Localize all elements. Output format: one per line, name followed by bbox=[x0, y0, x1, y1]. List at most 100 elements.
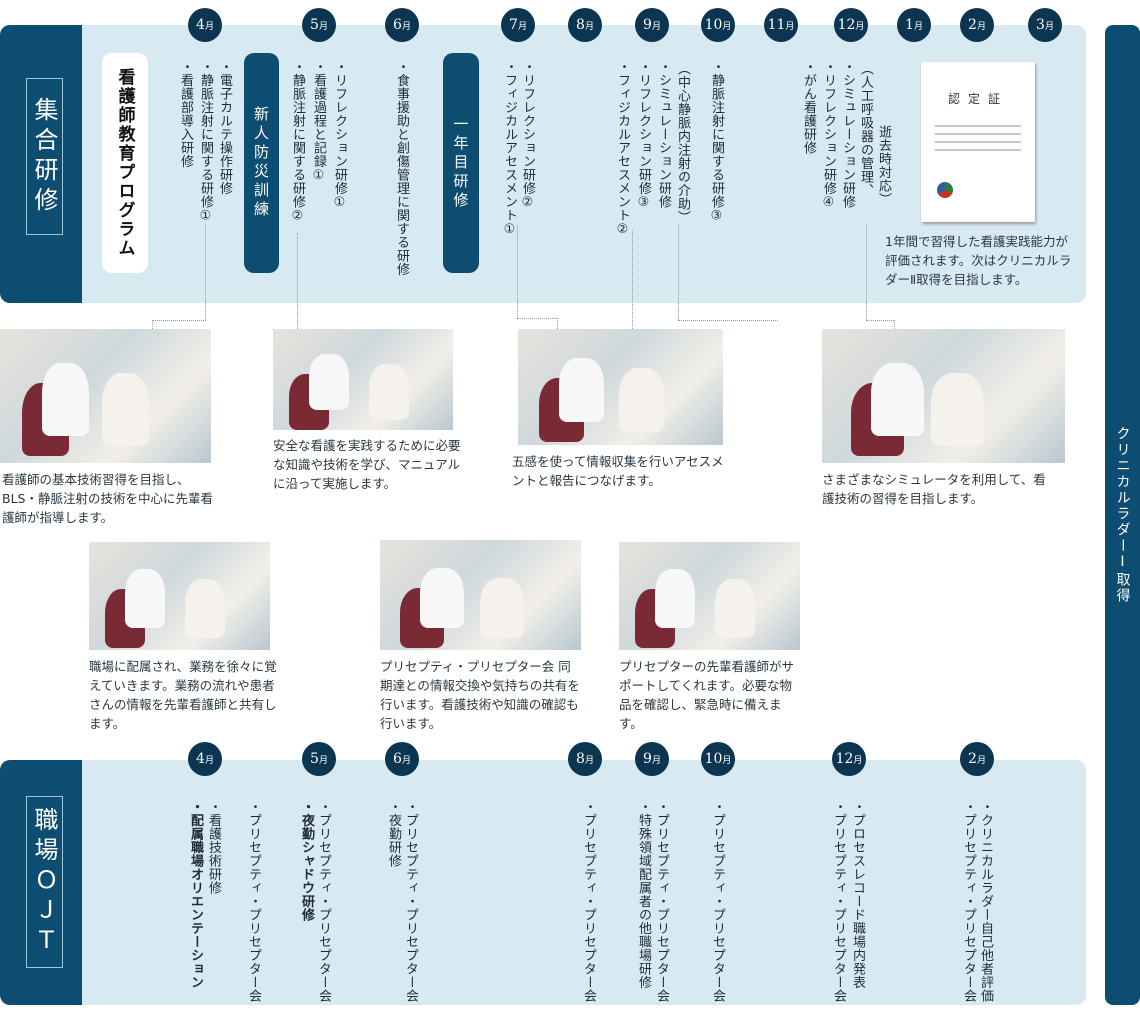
month-number: 5 bbox=[310, 17, 319, 33]
first-year-pill: 一年目研修 bbox=[443, 53, 479, 273]
ojt-feb-item: ・クリニカルラダー自己他者評価 bbox=[978, 800, 993, 1003]
program-pill: 看護師教育プログラム bbox=[102, 53, 148, 273]
photo-caption: プリセプターの先輩看護師がサポートしてくれます。必要な物品を確認し、緊急時に備え… bbox=[619, 659, 795, 731]
certificate-title: 認定証 bbox=[947, 92, 1008, 106]
month-suffix: 月 bbox=[785, 21, 795, 32]
jul-item: ・リフレクション研修② bbox=[520, 60, 535, 211]
photo-manual-training bbox=[273, 329, 453, 430]
photo-preceptor-support bbox=[619, 542, 800, 650]
month-number: 8 bbox=[576, 751, 585, 767]
month-number: 6 bbox=[393, 17, 402, 33]
ojt-label: 職場ＯＪＴ bbox=[26, 796, 63, 968]
group-training-side: 集合研修 bbox=[0, 25, 82, 303]
photo-ward-work bbox=[89, 542, 270, 650]
sep-item: ・フィジカルアセスメント② bbox=[615, 60, 630, 238]
month-suffix: 月 bbox=[722, 21, 732, 32]
photo-caption: 職場に配属され、業務を徐々に覚えていきます。業務の流れや患者さんの情報を先輩看護… bbox=[89, 659, 277, 731]
month-suffix: 月 bbox=[853, 755, 863, 766]
month-suffix: 月 bbox=[584, 755, 594, 766]
month-number: 8 bbox=[576, 17, 585, 33]
month-suffix: 月 bbox=[318, 21, 328, 32]
seal-icon bbox=[937, 182, 953, 198]
month-number: 2 bbox=[968, 751, 977, 767]
month-number: 12 bbox=[835, 751, 854, 767]
ojt-jun-item: ・夜勤研修 bbox=[386, 800, 401, 868]
month-number: 4 bbox=[196, 17, 205, 33]
month-number: 11 bbox=[767, 17, 786, 33]
month-suffix: 月 bbox=[976, 755, 986, 766]
ojt-oct-item: ・プリセプティ・プリセプター会 bbox=[710, 800, 725, 1003]
ojt-panel: 職場ＯＪＴ bbox=[0, 760, 1086, 1005]
ojt-dec-item: ・プロセスレコード職場内発表 bbox=[850, 800, 865, 989]
dec-item: （人工呼吸器の管理、 bbox=[858, 62, 873, 197]
photo-caption: プリセプティ・プリセプター会 同期達との情報交換や気持ちの共有を行います。看護技… bbox=[380, 659, 580, 731]
sep-item: （中心静脈内注射の介助） bbox=[675, 62, 690, 224]
ojt-apr-item: ・看護技術研修 bbox=[206, 800, 221, 895]
month-suffix: 月 bbox=[401, 21, 411, 32]
may-item: ・静脈注射に関する研修② bbox=[290, 60, 305, 224]
month-number: 10 bbox=[704, 17, 723, 33]
photo-caption: 五感を使って情報収集を行いアセスメントと報告につなげます。 bbox=[512, 454, 724, 488]
month-number: 9 bbox=[643, 751, 652, 767]
month-suffix: 月 bbox=[913, 21, 923, 32]
month-number: 12 bbox=[837, 17, 856, 33]
month-suffix: 月 bbox=[401, 755, 411, 766]
month-suffix: 月 bbox=[651, 21, 661, 32]
dec-item: ・がん看護研修 bbox=[801, 60, 816, 155]
may-item: ・看護過程と記録① bbox=[311, 60, 326, 184]
jun-item: ・食事援助と創傷管理に関する研修 bbox=[394, 60, 409, 276]
clinical-ladder-bar: クリニカルラダーⅠ取得 bbox=[1105, 25, 1140, 1005]
month-suffix: 月 bbox=[1044, 21, 1054, 32]
month-number: 6 bbox=[393, 751, 402, 767]
month-suffix: 月 bbox=[976, 21, 986, 32]
photo-simulator bbox=[822, 329, 1065, 463]
group-training-panel: 集合研修 bbox=[0, 25, 1086, 303]
ojt-sep-item: ・プリセプティ・プリセプター会 bbox=[654, 800, 669, 1003]
ojt-side: 職場ＯＪＴ bbox=[0, 760, 82, 1005]
apr-item: ・看護部導入研修 bbox=[178, 60, 193, 168]
dec-item: ・リフレクション研修④ bbox=[821, 60, 836, 211]
oct-item: ・静脈注射に関する研修③ bbox=[709, 60, 724, 224]
month-number: 7 bbox=[509, 17, 518, 33]
certificate-image: 認定証 bbox=[921, 62, 1035, 222]
photo-caption: 看護師の基本技術習得を目指し、BLS・静脈注射の技術を中心に先輩看護師が指導しま… bbox=[2, 472, 213, 525]
month-suffix: 月 bbox=[651, 755, 661, 766]
ojt-jun-item: ・プリセプティ・プリセプター会 bbox=[403, 800, 418, 1003]
ojt-apr-item: ・プリセプティ・プリセプター会 bbox=[246, 800, 261, 1003]
photo-caption: 安全な看護を実践するために必要な知識や技術を学び、マニュアルに沿って実施します。 bbox=[273, 438, 461, 491]
photo-preceptee-meeting bbox=[380, 540, 581, 650]
ojt-aug-item: ・プリセプティ・プリセプター会 bbox=[581, 800, 596, 1003]
ojt-may-item: ・プリセプティ・プリセプター会 bbox=[316, 800, 331, 1003]
disaster-drill-pill: 新人防災訓練 bbox=[244, 53, 279, 273]
month-suffix: 月 bbox=[204, 755, 214, 766]
ojt-may-item: ・夜勤シャドウ研修 bbox=[299, 800, 314, 922]
certificate-caption: 1年間で習得した看護実践能力が評価されます。次はクリニカルラダーⅡ取得を目指しま… bbox=[885, 234, 1072, 287]
month-number: 1 bbox=[905, 17, 914, 33]
apr-item: ・静脈注射に関する研修① bbox=[198, 60, 213, 224]
month-number: 5 bbox=[310, 751, 319, 767]
dec-item: ・シミュレーション研修 bbox=[840, 60, 855, 209]
month-suffix: 月 bbox=[722, 755, 732, 766]
ojt-sep-item: ・特殊領域配属者の他職場研修 bbox=[636, 800, 651, 989]
jul-item: ・フィジカルアセスメント① bbox=[502, 60, 517, 238]
